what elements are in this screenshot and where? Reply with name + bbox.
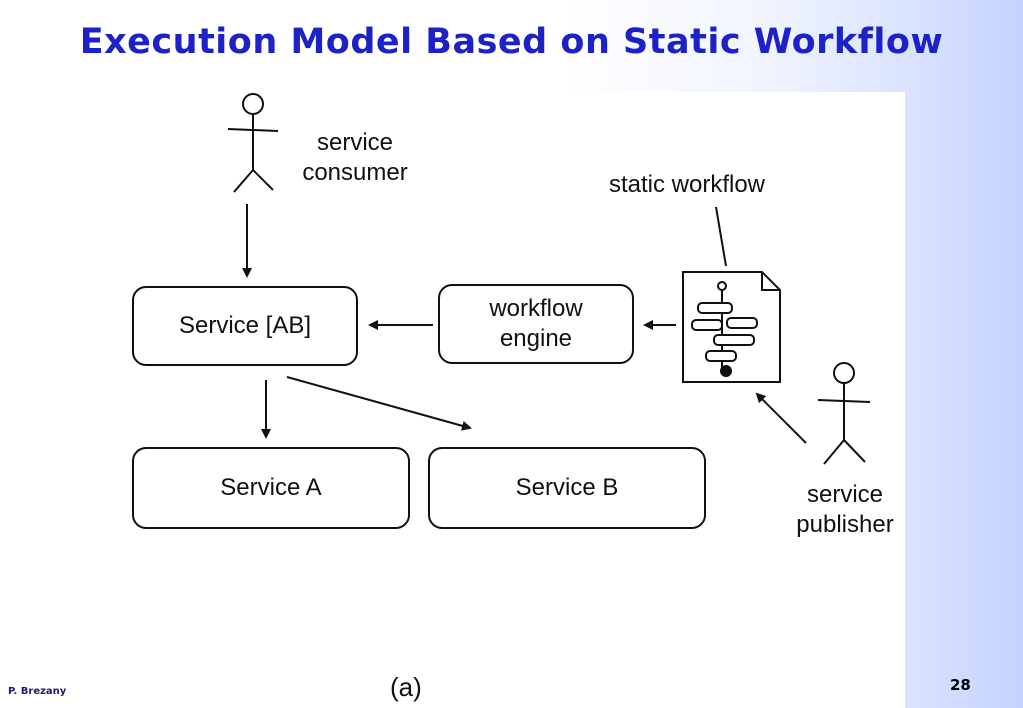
service-ab-to-b-arrow — [286, 376, 472, 431]
service-b-text: Service B — [515, 474, 619, 501]
service-b-box: Service B — [428, 447, 706, 529]
figure-caption: (a) — [390, 672, 422, 702]
workflow-engine-text-line1: workflow — [489, 295, 583, 322]
workflow-engine-box: workflow engine — [438, 284, 634, 364]
static-workflow-label: static workflow — [608, 171, 766, 198]
service-publisher-label-line1: service — [806, 481, 884, 508]
consumer-actor-icon — [227, 93, 279, 193]
publisher-to-workflow-arrow — [755, 392, 807, 444]
service-a-box: Service A — [132, 447, 410, 529]
slide-title: Execution Model Based on Static Workflow — [79, 22, 944, 62]
publisher-actor-icon — [817, 362, 871, 465]
page-number: 28 — [950, 676, 971, 694]
workflow-document-icon — [682, 271, 781, 383]
footer-author: P. Brezany — [8, 686, 67, 697]
service-publisher-label-line2: publisher — [796, 511, 894, 538]
static-workflow-pointer — [715, 206, 727, 267]
service-consumer-label-line1: service — [316, 129, 394, 156]
workflow-engine-text-line2: engine — [499, 325, 573, 352]
service-publisher-label: service publisher — [784, 480, 906, 540]
service-ab-box: Service [AB] — [132, 286, 358, 366]
service-a-text: Service A — [220, 474, 322, 501]
service-ab-text: Service [AB] — [178, 312, 312, 339]
service-consumer-label-line2: consumer — [302, 159, 408, 186]
diagram-panel — [133, 92, 905, 708]
service-consumer-label: service consumer — [290, 128, 420, 188]
